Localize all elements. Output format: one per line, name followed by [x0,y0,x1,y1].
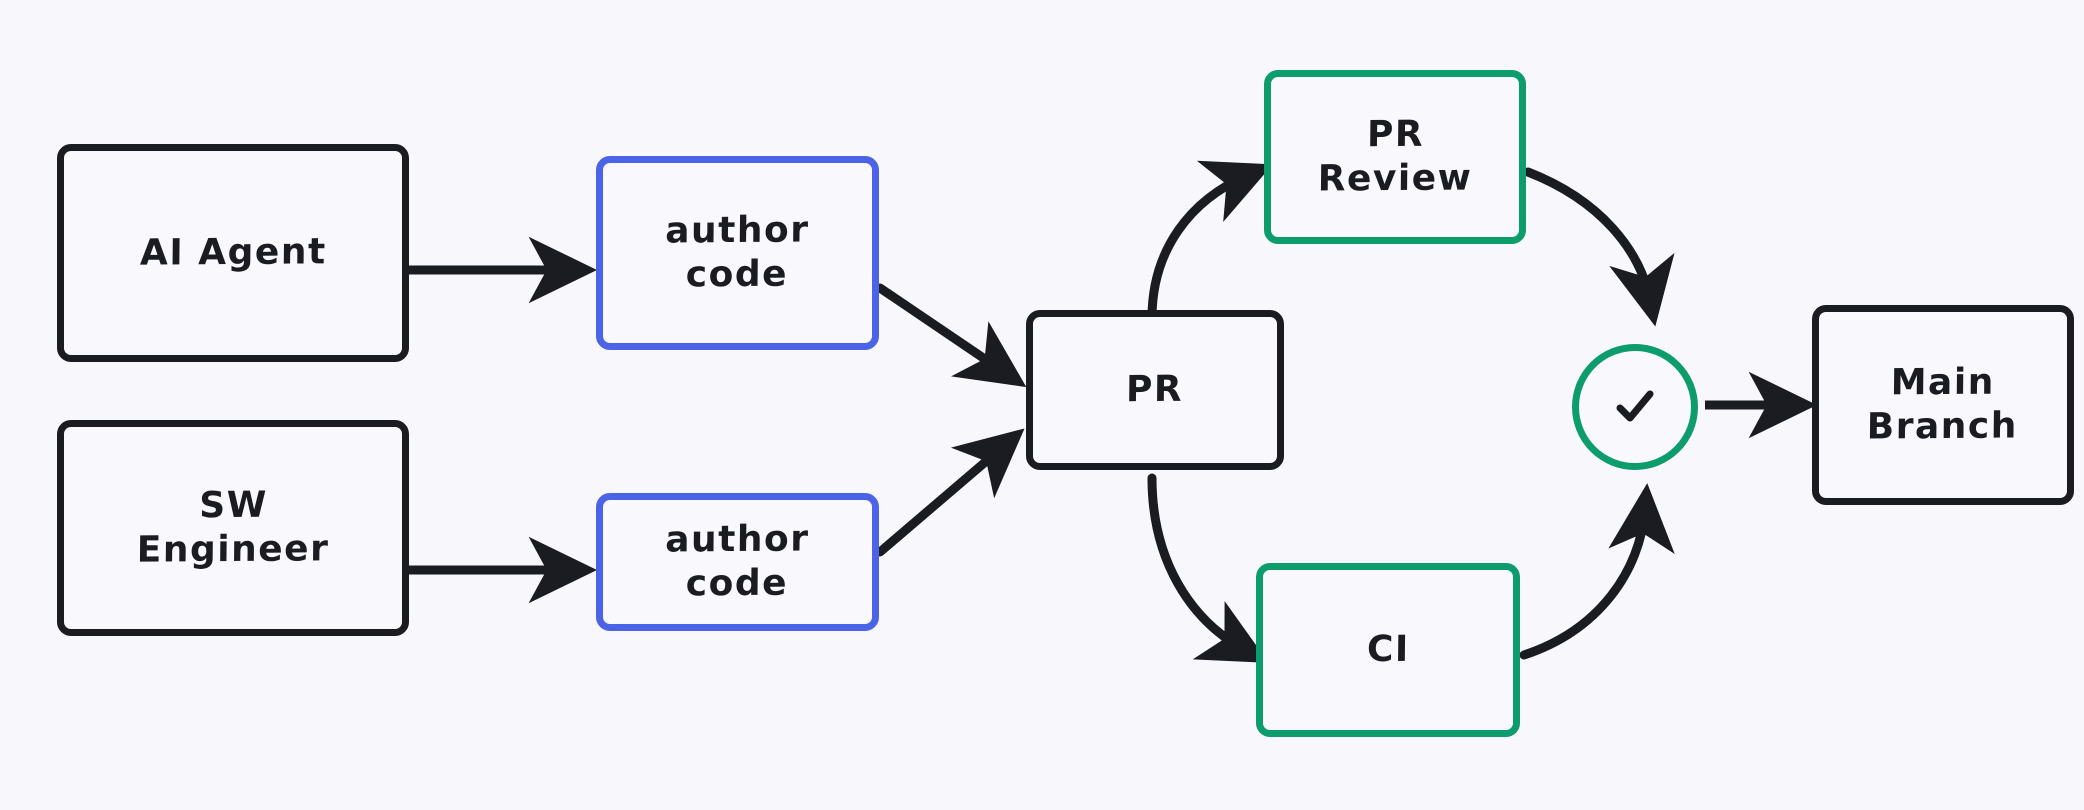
node-pr-review[interactable]: PR Review [1264,70,1526,244]
node-ai-agent[interactable]: AI Agent [57,144,409,362]
node-author-code-agent-label: author code [665,209,811,296]
node-author-code-engineer-label: author code [665,518,811,605]
node-author-code-engineer[interactable]: author code [596,493,879,631]
node-sw-engineer[interactable]: SW Engineer [57,420,409,636]
edge-pr-review-to-check [1523,167,1675,327]
node-main-branch-label: Main Branch [1867,361,2019,448]
edge-author-code-agent-to-pr [875,283,1027,388]
edge-ci-to-check [1519,483,1675,660]
node-main-branch[interactable]: Main Branch [1812,305,2074,505]
node-ci[interactable]: CI [1256,563,1520,737]
check-icon [1616,390,1654,422]
edge-pr-to-ci [1147,473,1269,663]
node-author-code-agent[interactable]: author code [596,156,879,350]
node-pr-label: PR [1126,368,1184,411]
node-pr-review-label: PR Review [1317,113,1473,200]
edge-pr-to-pr-review [1147,160,1273,323]
node-pr[interactable]: PR [1026,310,1284,470]
node-ci-label: CI [1366,628,1410,671]
node-sw-engineer-label: SW Engineer [136,484,330,571]
edge-author-code-engineer-to-pr [875,428,1025,557]
node-ai-agent-label: AI Agent [139,231,327,274]
node-check-circle[interactable] [1572,344,1698,470]
